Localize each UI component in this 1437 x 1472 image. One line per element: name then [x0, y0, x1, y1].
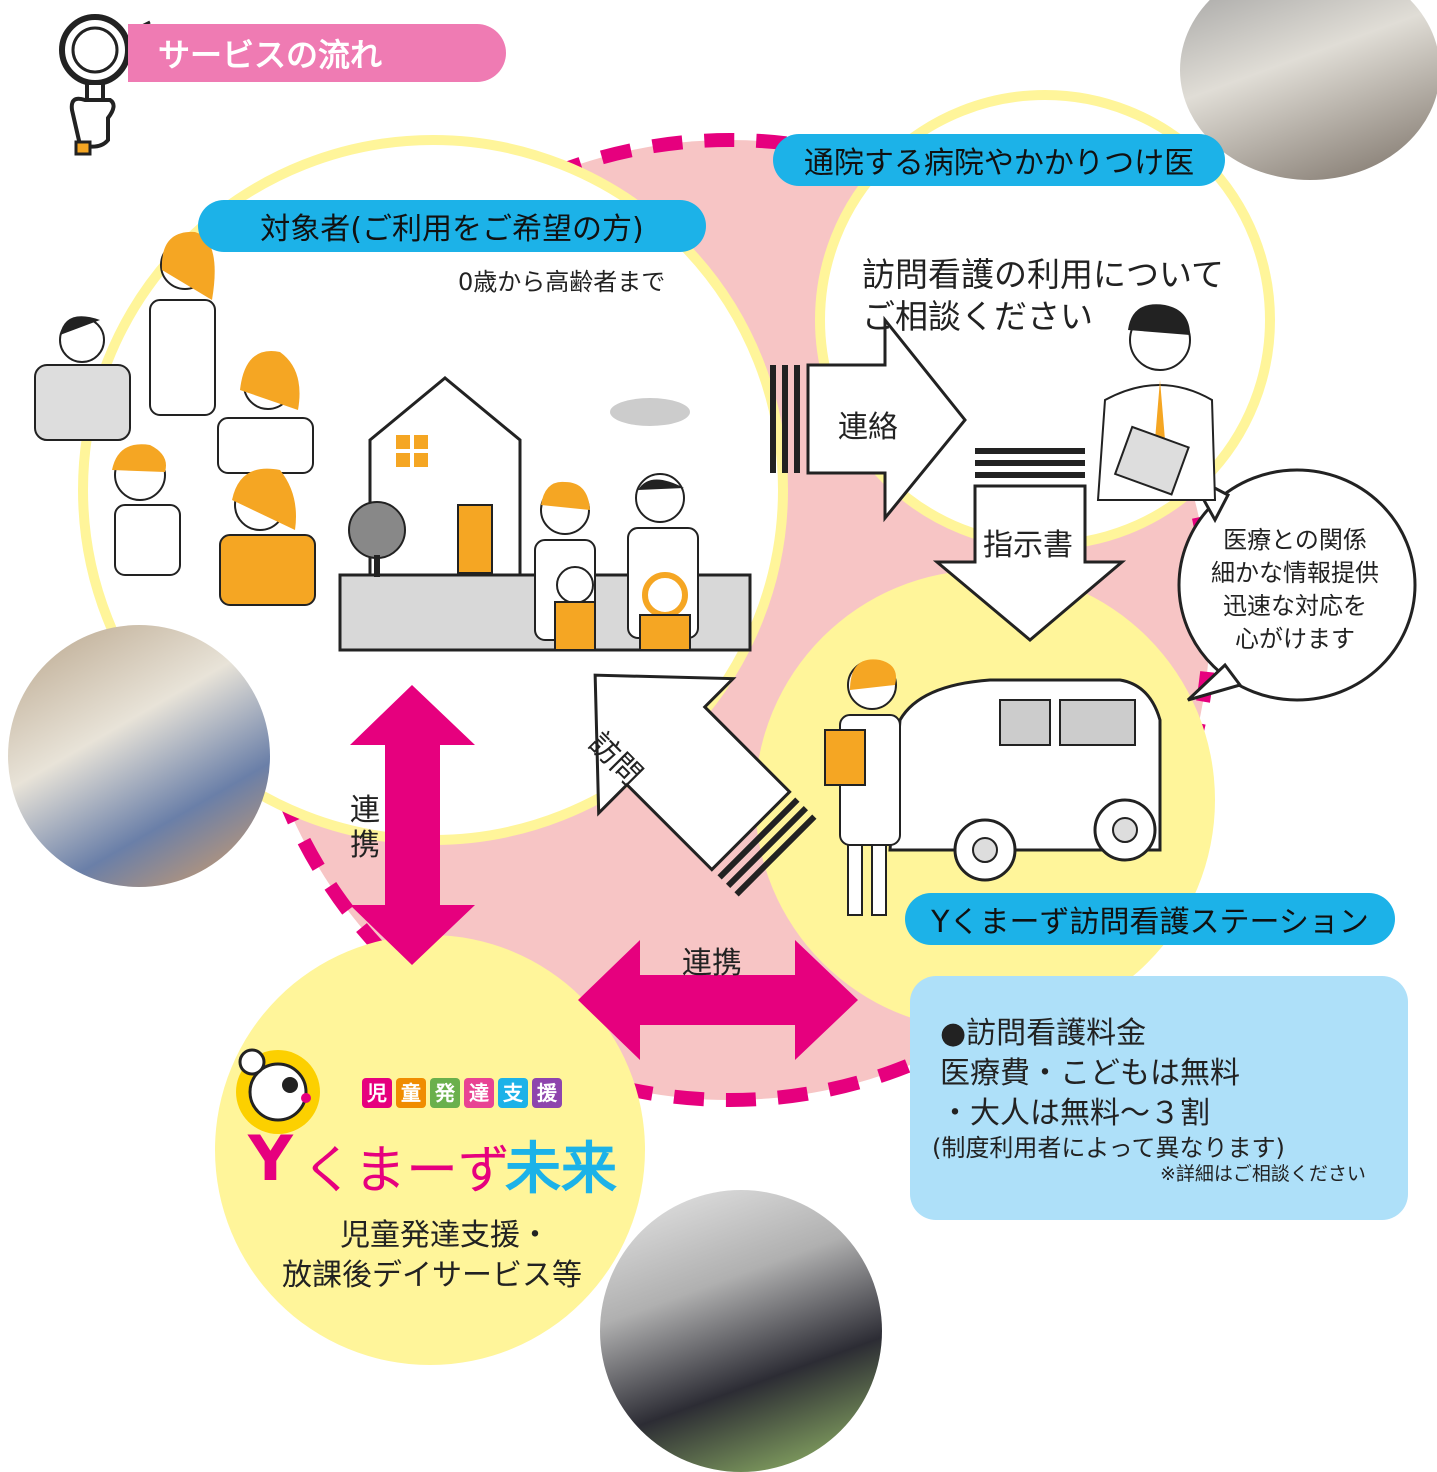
house-illustration: [338, 376, 752, 652]
renraku-arrow: [770, 315, 967, 523]
fee-title: ●訪問看護料金: [940, 1016, 1147, 1051]
hospital-consult-line2: ご相談ください: [862, 297, 1093, 336]
station-label: Yくまーず訪問看護ステーション: [905, 893, 1395, 945]
therapy-photo: [600, 1190, 882, 1472]
badge-char-2: 童: [396, 1078, 426, 1108]
bubble-line-4: 心がけます: [1235, 625, 1355, 653]
badge-char-3: 発: [430, 1078, 460, 1108]
mirai-logo-y: Y: [248, 1122, 293, 1195]
renkei-horizontal-label: 連携: [682, 946, 742, 981]
doctor-illustration: [1096, 304, 1217, 501]
mirai-circle: [215, 935, 645, 1365]
fee-info-box: ●訪問看護料金 医療費・こどもは無料 ・大人は無料〜３割 (制度利用者によって異…: [910, 976, 1408, 1220]
mirai-logo-icon: [236, 1048, 320, 1134]
renkei-vertical-arrow: [350, 685, 475, 965]
hospital-consult-line1: 訪問看護の利用について: [862, 255, 1225, 294]
badge-char-1: 児: [362, 1078, 392, 1108]
renraku-label: 連絡: [838, 410, 898, 445]
mirai-desc-line1: 児童発達支援・: [340, 1218, 550, 1253]
bubble-line-3: 迅速な対応を: [1223, 592, 1367, 620]
fee-line2: ・大人は無料〜３割: [940, 1096, 1210, 1131]
fee-line1: 医療費・こどもは無料: [940, 1056, 1240, 1091]
shijisho-arrow: [932, 448, 1127, 642]
target-label: 対象者(ご利用をご希望の方): [198, 200, 706, 252]
fee-small-note: ※詳細はご相談ください: [1160, 1163, 1366, 1185]
family-play-photo: [8, 625, 270, 887]
mirai-logo-kuma: くまーず: [302, 1141, 511, 1201]
people-illustration: [34, 231, 316, 606]
renkei-horizontal-arrow: [578, 940, 858, 1060]
houmon-arrow: [593, 673, 817, 897]
renkei-vertical-1: 連: [350, 793, 380, 828]
renkei-vertical-2: 携: [350, 828, 380, 863]
mirai-logo-mirai: 未来: [505, 1137, 617, 1202]
speech-bubble: [1177, 468, 1417, 702]
bubble-line-1: 医療との関係: [1223, 526, 1367, 554]
magnifier-icon: [59, 14, 155, 156]
mirai-badges: 児童発達支援: [362, 1078, 566, 1108]
mirai-desc-line2: 放課後デイサービス等: [282, 1258, 582, 1293]
target-sub: 0歳から高齢者まで: [458, 268, 666, 296]
badge-char-6: 援: [532, 1078, 562, 1108]
hospital-label: 通院する病院やかかりつけ医: [773, 134, 1225, 186]
bubble-line-2: 細かな情報提供: [1211, 559, 1379, 587]
shijisho-label: 指示書: [983, 528, 1073, 563]
section-title: サービスの流れ: [128, 24, 506, 82]
badge-char-5: 支: [498, 1078, 528, 1108]
fee-note: (制度利用者によって異なります): [932, 1134, 1285, 1162]
nurse-van-illustration: [824, 659, 1162, 916]
badge-char-4: 達: [464, 1078, 494, 1108]
